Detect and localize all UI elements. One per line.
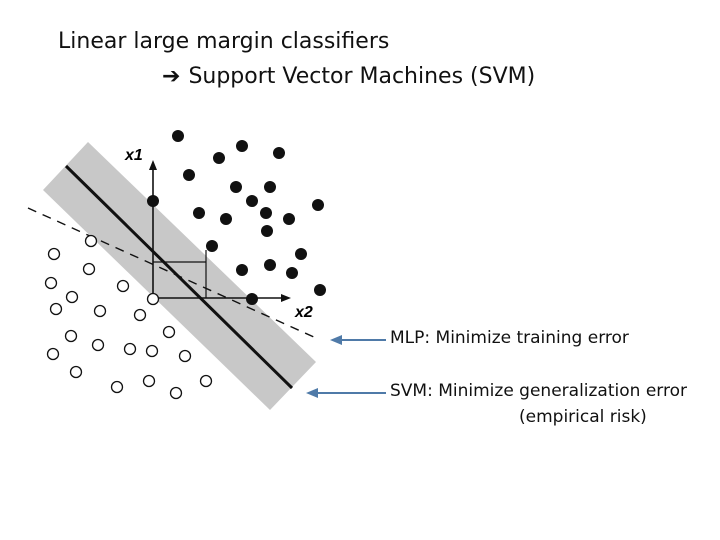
positive-point [264, 181, 276, 193]
svm-annotation: SVM: Minimize generalization error [390, 381, 687, 401]
negative-point [123, 342, 137, 356]
positive-point [147, 195, 159, 207]
class-negative-points [44, 234, 213, 400]
slide-title: Linear large margin classifiers [58, 29, 390, 54]
positive-point [273, 147, 285, 159]
x2-axis-arrowhead [281, 294, 291, 302]
positive-point [172, 130, 184, 142]
negative-point [46, 347, 60, 361]
negative-point [82, 262, 96, 276]
negative-point [64, 329, 78, 343]
svm-decision-boundary [64, 164, 294, 390]
negative-point [84, 234, 98, 248]
positive-point [183, 169, 195, 181]
class-positive-points [147, 130, 326, 305]
negative-point [169, 386, 183, 400]
negative-point [162, 325, 176, 339]
positive-point [236, 140, 248, 152]
negative-point [44, 276, 58, 290]
x1-axis-arrowhead [149, 160, 157, 170]
negative-point [116, 279, 130, 293]
positive-point [260, 207, 272, 219]
positive-point [246, 293, 258, 305]
positive-point [230, 181, 242, 193]
positive-point [261, 225, 273, 237]
positive-point [283, 213, 295, 225]
x1-axis-label: x1 [124, 147, 143, 164]
x2-axis-label: x2 [294, 304, 313, 321]
positive-point [246, 195, 258, 207]
positive-point [236, 264, 248, 276]
positive-point [314, 284, 326, 296]
negative-point [65, 290, 79, 304]
right-arrow-icon: ➔ [162, 64, 181, 89]
negative-point [142, 374, 156, 388]
positive-point [264, 259, 276, 271]
positive-point [295, 248, 307, 260]
negative-point [146, 292, 160, 306]
mlp-decision-boundary [27, 207, 317, 339]
svm-pointer-arrowhead [306, 388, 318, 398]
positive-point [206, 240, 218, 252]
negative-point [93, 304, 107, 318]
mlp-pointer-arrowhead [330, 335, 342, 345]
positive-point [312, 199, 324, 211]
positive-point [213, 152, 225, 164]
svm-annotation-sub: (empirical risk) [519, 407, 647, 427]
mlp-annotation: MLP: Minimize training error [390, 328, 629, 348]
positive-point [220, 213, 232, 225]
negative-point [145, 344, 159, 358]
positive-point [193, 207, 205, 219]
positive-point [286, 267, 298, 279]
subtitle-text: Support Vector Machines (SVM) [188, 64, 536, 89]
negative-point [133, 308, 147, 322]
negative-point [91, 338, 105, 352]
negative-point [178, 349, 192, 363]
negative-point [199, 374, 213, 388]
slide-subtitle: ➔ Support Vector Machines (SVM) [162, 64, 535, 89]
negative-point [69, 365, 83, 379]
negative-point [49, 302, 63, 316]
negative-point [47, 247, 61, 261]
negative-point [110, 380, 124, 394]
